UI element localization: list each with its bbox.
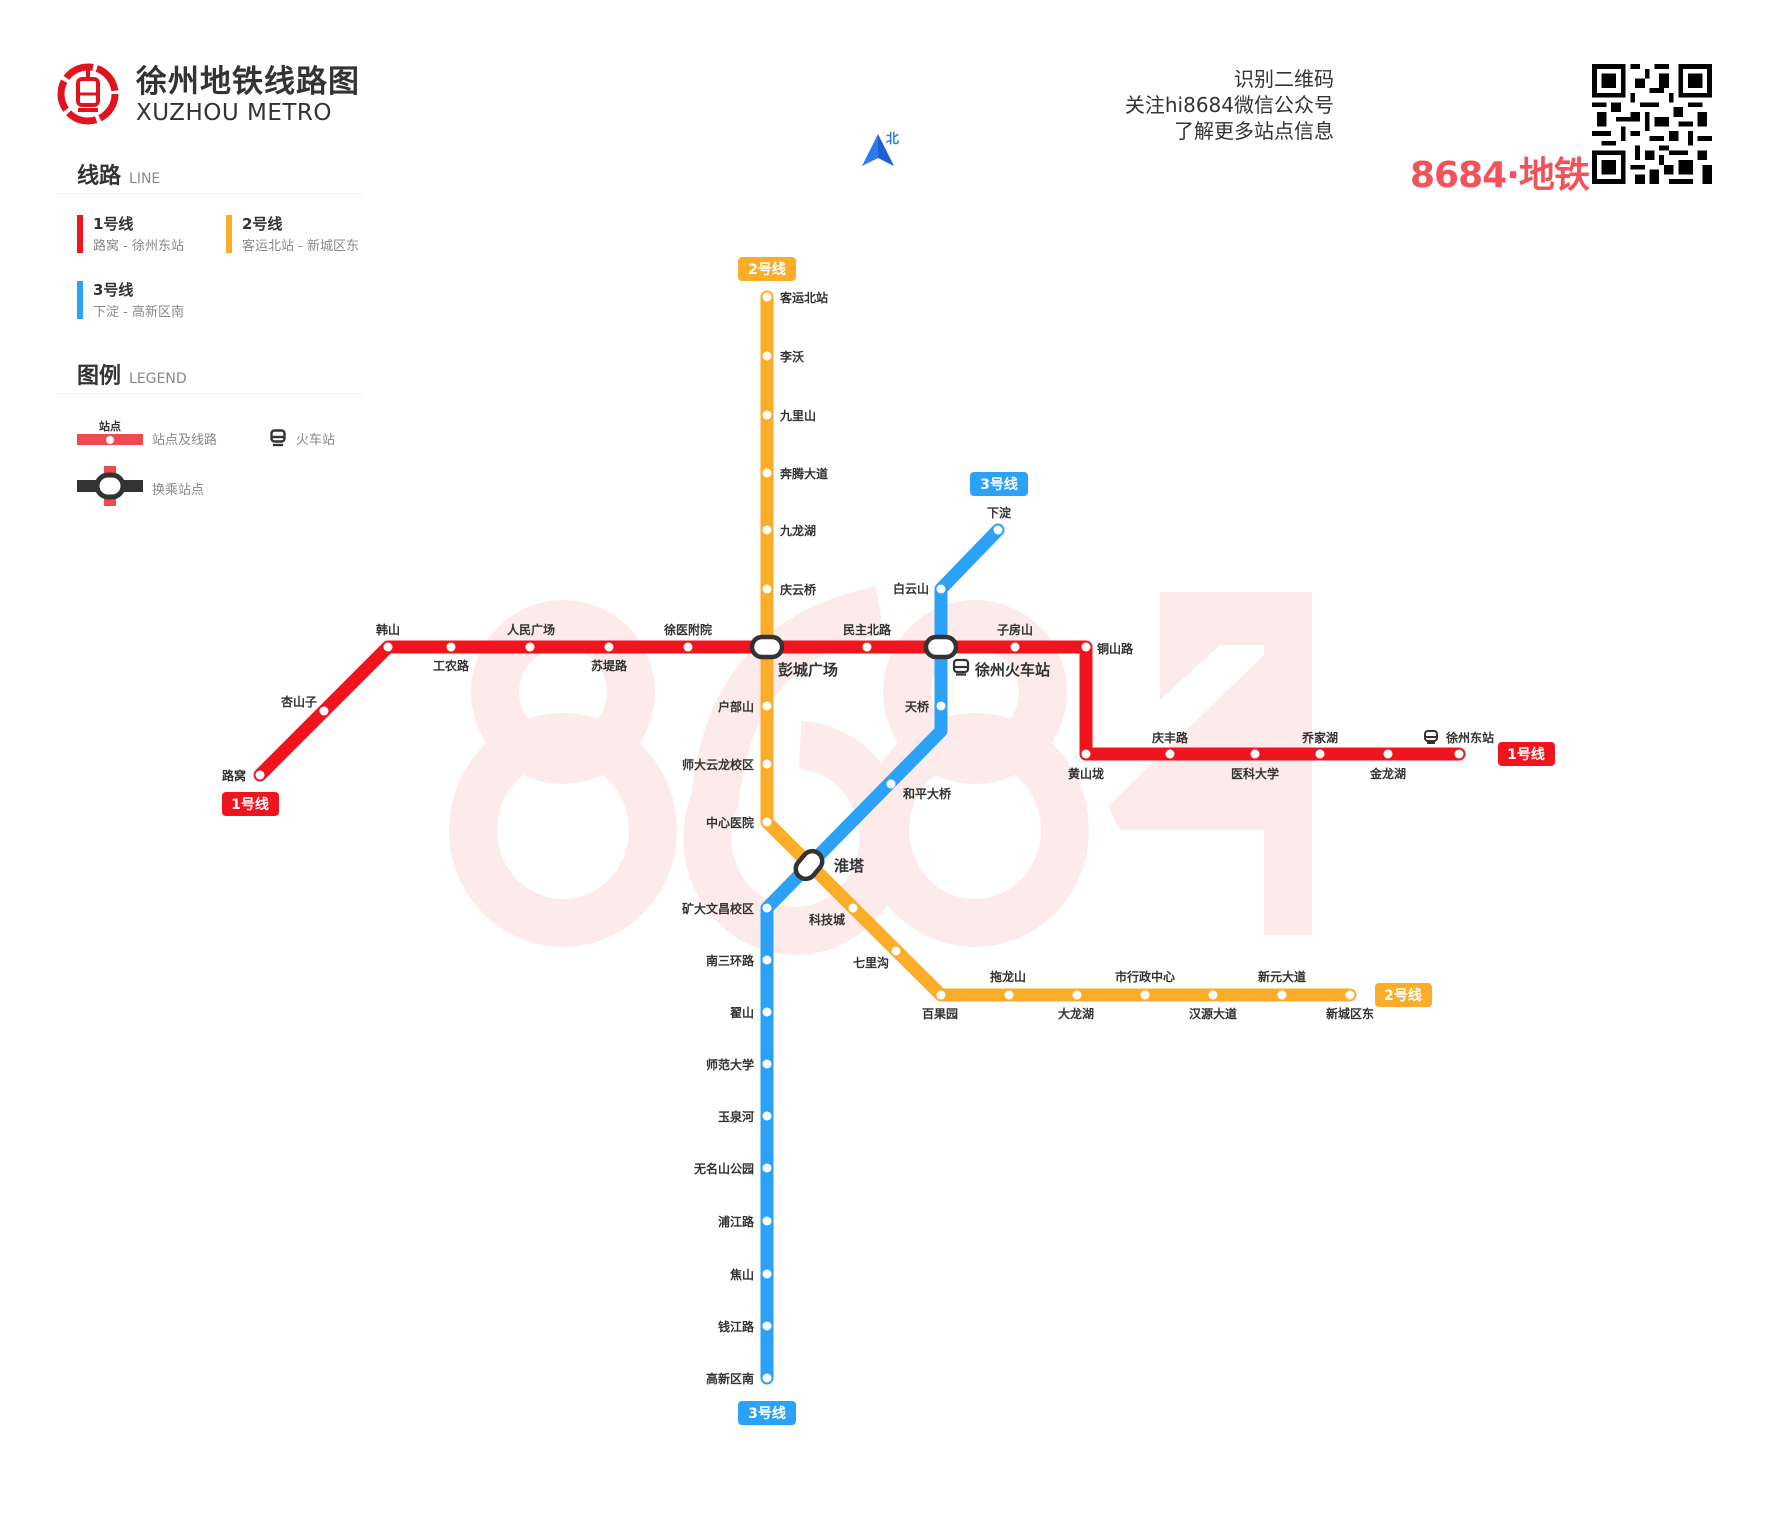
svg-text:庆丰路: 庆丰路 [1151,730,1189,745]
svg-text:师范大学: 师范大学 [706,1057,754,1072]
svg-text:下淀: 下淀 [987,505,1012,520]
svg-text:大龙湖: 大龙湖 [1058,1006,1094,1021]
badge-line3-north[interactable]: 3号线 [970,472,1028,496]
svg-text:2号线: 2号线 [748,261,786,278]
svg-text:矿大文昌校区: 矿大文昌校区 [682,901,754,916]
metro-logo-icon [57,63,119,125]
svg-text:玉泉河: 玉泉河 [718,1109,754,1124]
line-3-labels: 下淀 白云山 天桥 和平大桥 矿大文昌校区 南三环路 翟山 师范大学 玉泉河 无… [682,505,1012,1386]
svg-text:百果园: 百果园 [922,1007,958,1021]
divider [56,393,362,394]
svg-text:工农路: 工农路 [433,658,470,673]
svg-text:师大云龙校区: 师大云龙校区 [682,757,754,772]
svg-text:徐州东站: 徐州东站 [1445,730,1494,745]
svg-text:北: 北 [886,132,899,147]
svg-text:1号线: 1号线 [231,796,269,813]
svg-text:彭城广场: 彭城广场 [778,661,838,679]
legend-railway-label: 火车站 [296,433,336,448]
svg-text:市行政中心: 市行政中心 [1115,969,1175,984]
interchange-xuzhou-railway-station[interactable] [923,634,959,660]
svg-text:南三环路: 南三环路 [706,953,755,968]
line-1-labels: 路窝 杏山子 韩山 工农路 人民广场 苏堤路 徐医附院 彭城广场 民主北路 子房… [222,622,1494,783]
badge-line2-east[interactable]: 2号线 [1375,983,1432,1007]
svg-text:苏堤路: 苏堤路 [591,658,628,673]
page-title: 徐州地铁线路图 [136,64,360,100]
svg-text:九龙湖: 九龙湖 [779,523,816,538]
svg-text:子房山: 子房山 [997,622,1033,637]
svg-text:铜山路: 铜山路 [1097,641,1134,656]
svg-text:浦江路: 浦江路 [718,1214,755,1229]
svg-text:科技城: 科技城 [809,912,845,927]
promo-line-1: 识别二维码 [1234,67,1334,91]
svg-text:淮塔: 淮塔 [834,857,865,875]
watermark-4 [1108,592,1312,935]
svg-text:1号线: 1号线 [1507,746,1545,763]
svg-text:汉源大道: 汉源大道 [1189,1006,1237,1021]
interchange-pengcheng-guangchang[interactable] [749,634,785,660]
badge-line2-north[interactable]: 2号线 [738,257,796,281]
railway-icon-xuzhou-station [952,658,970,676]
svg-text:九里山: 九里山 [779,408,816,423]
station-dots [255,292,1464,1383]
svg-text:焦山: 焦山 [729,1267,754,1282]
promo-line-3: 了解更多站点信息 [1174,119,1334,143]
svg-text:新城区东: 新城区东 [1326,1006,1374,1021]
divider [56,193,362,194]
svg-text:民主北路: 民主北路 [843,622,892,637]
line-2-labels: 客运北站 李沃 九里山 奔腾大道 九龙湖 庆云桥 户部山 师大云龙校区 中心医院… [682,290,1374,1021]
svg-text:杏山子: 杏山子 [280,694,317,709]
svg-text:2号线: 2号线 [1384,987,1422,1004]
svg-text:路窝: 路窝 [222,768,246,783]
badge-line1-east[interactable]: 1号线 [1498,742,1555,766]
promo-line-2: 关注hi8684微信公众号 [1124,93,1334,117]
badge-line3-south[interactable]: 3号线 [738,1401,796,1425]
svg-text:七里沟: 七里沟 [853,955,889,970]
svg-text:3号线: 3号线 [748,1405,786,1422]
svg-text:中心医院: 中心医院 [706,815,754,830]
line-2-color-bar [226,215,232,253]
svg-text:无名山公园: 无名山公园 [693,1161,754,1176]
line-3-color-bar [77,281,83,319]
svg-text:医科大学: 医科大学 [1231,766,1279,781]
interchange-huaita[interactable] [792,847,827,883]
svg-text:客运北站: 客运北站 [779,290,828,305]
svg-text:李沃: 李沃 [779,349,804,364]
svg-text:翟山: 翟山 [730,1005,754,1020]
svg-text:天桥: 天桥 [905,699,930,714]
badge-line1-west[interactable]: 1号线 [222,792,279,816]
qr-code-icon[interactable] [1592,64,1712,184]
legend-interchange-label: 换乘站点 [152,483,205,498]
svg-text:白云山: 白云山 [893,581,929,596]
station-label-xuzhou-railway: 徐州火车站 [974,661,1050,679]
brand-8684-logo[interactable]: 8684·地铁 [1410,155,1590,196]
svg-text:乔家湖: 乔家湖 [1301,730,1338,745]
interchange-legend-icon [77,466,143,506]
page-subtitle: XUZHOU METRO [136,100,332,126]
railway-icon-xuzhou-east [1424,730,1438,744]
svg-text:和平大桥: 和平大桥 [902,786,952,801]
svg-text:金龙湖: 金龙湖 [1369,766,1406,781]
svg-text:庆云桥: 庆云桥 [779,582,817,597]
svg-text:徐医附院: 徐医附院 [663,622,712,637]
svg-text:3号线: 3号线 [980,476,1018,493]
svg-text:拖龙山: 拖龙山 [990,969,1026,984]
compass-north-icon: 北 [862,132,899,166]
svg-text:黄山垅: 黄山垅 [1068,766,1104,781]
legend-station-sample: 站点 [77,418,143,448]
svg-text:高新区南: 高新区南 [706,1371,754,1386]
line-1-color-bar [77,215,83,253]
train-icon [270,429,286,447]
svg-text:户部山: 户部山 [718,699,754,714]
svg-text:钱江路: 钱江路 [718,1319,755,1334]
legend-station-line-label: 站点及线路 [152,433,218,448]
svg-text:新元大道: 新元大道 [1258,969,1306,984]
svg-text:奔腾大道: 奔腾大道 [779,466,828,481]
svg-text:人民广场: 人民广场 [507,622,555,637]
svg-text:韩山: 韩山 [376,622,400,637]
